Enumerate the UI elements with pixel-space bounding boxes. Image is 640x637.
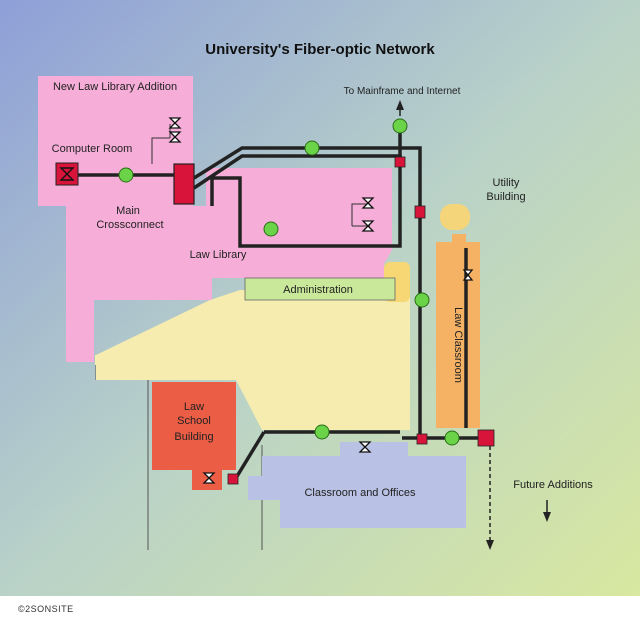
law-classroom-building <box>436 242 480 428</box>
label-law-school-3: Building <box>174 431 213 443</box>
splice-icon <box>263 221 279 237</box>
utility-building <box>440 204 470 230</box>
label-law-school-1: Law <box>184 401 204 413</box>
switch-icon <box>168 117 182 129</box>
label-administration: Administration <box>283 284 353 296</box>
splice-icon <box>118 167 134 183</box>
connector-icon <box>414 205 426 219</box>
splice-icon <box>392 118 408 134</box>
administration-building <box>244 277 396 301</box>
drop-cables <box>151 124 370 227</box>
cream-courtyard <box>96 300 410 430</box>
label-crossconnect: Crossconnect <box>96 219 163 231</box>
splices <box>118 118 460 446</box>
image-credit: ©2SONSITE <box>18 604 74 614</box>
label-classroom-offices: Classroom and Offices <box>304 487 416 499</box>
up-arrow-icon <box>396 100 404 110</box>
future-arrow-icon <box>543 512 551 522</box>
label-to-mainframe: To Mainframe and Internet <box>344 86 461 97</box>
label-law-school-2: School <box>177 415 211 427</box>
label-utility: Utility <box>493 177 520 189</box>
splice-icon <box>444 430 460 446</box>
main-crossconnect-icon <box>173 163 195 205</box>
law-classroom-stub <box>452 234 466 244</box>
connector-icon <box>394 156 406 168</box>
connector-icon <box>477 429 495 447</box>
new-law-library-addition-building <box>38 76 193 206</box>
connector-icon <box>416 433 428 445</box>
connector-icon <box>227 473 239 485</box>
label-future-additions: Future Additions <box>513 479 593 491</box>
label-law-classroom: Law Classroom <box>452 307 464 383</box>
law-school-building <box>152 382 236 490</box>
splice-icon <box>414 292 430 308</box>
switch-icon <box>358 441 372 453</box>
law-library-building <box>66 168 392 362</box>
splice-icon <box>304 140 320 156</box>
label-main: Main <box>116 205 140 217</box>
switch-icon <box>202 472 216 484</box>
label-utility-building: Building <box>486 191 525 203</box>
diagram-title: University's Fiber-optic Network <box>205 41 435 58</box>
label-computer-room: Computer Room <box>52 143 133 155</box>
switch-icon <box>361 197 375 209</box>
switch-icon <box>462 269 474 281</box>
label-new-law-library-addition: New Law Library Addition <box>53 81 177 93</box>
switches <box>168 117 474 484</box>
future-cable-arrow-icon <box>486 540 494 550</box>
classroom-offices-building <box>248 442 466 528</box>
switch-icon <box>168 131 182 143</box>
switch-icon <box>361 220 375 232</box>
splice-icon <box>314 424 330 440</box>
label-law-library: Law Library <box>190 249 247 261</box>
